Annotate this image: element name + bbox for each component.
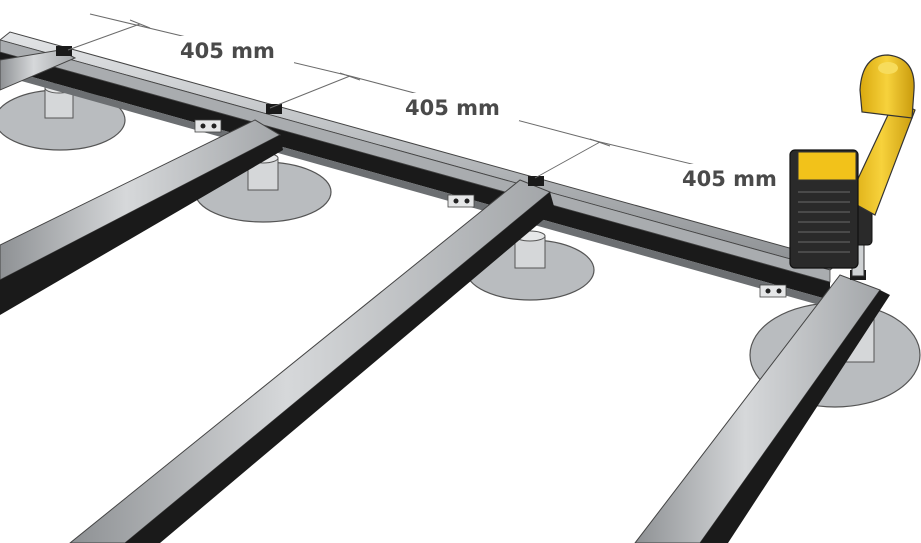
cordless-drill [789,54,916,277]
joist [69,179,555,543]
joint-clip [56,46,72,56]
connector-bracket [194,119,222,133]
joist [0,49,77,91]
joist [0,119,283,315]
joint-clip [266,104,282,114]
dimension-label: 405 mm [180,39,275,63]
joist [634,274,890,543]
dimension-label: 405 mm [682,167,777,191]
connector-bracket [447,194,475,208]
dimension-label: 405 mm [405,96,500,120]
joint-clip [528,176,544,186]
connector-bracket [759,284,787,298]
